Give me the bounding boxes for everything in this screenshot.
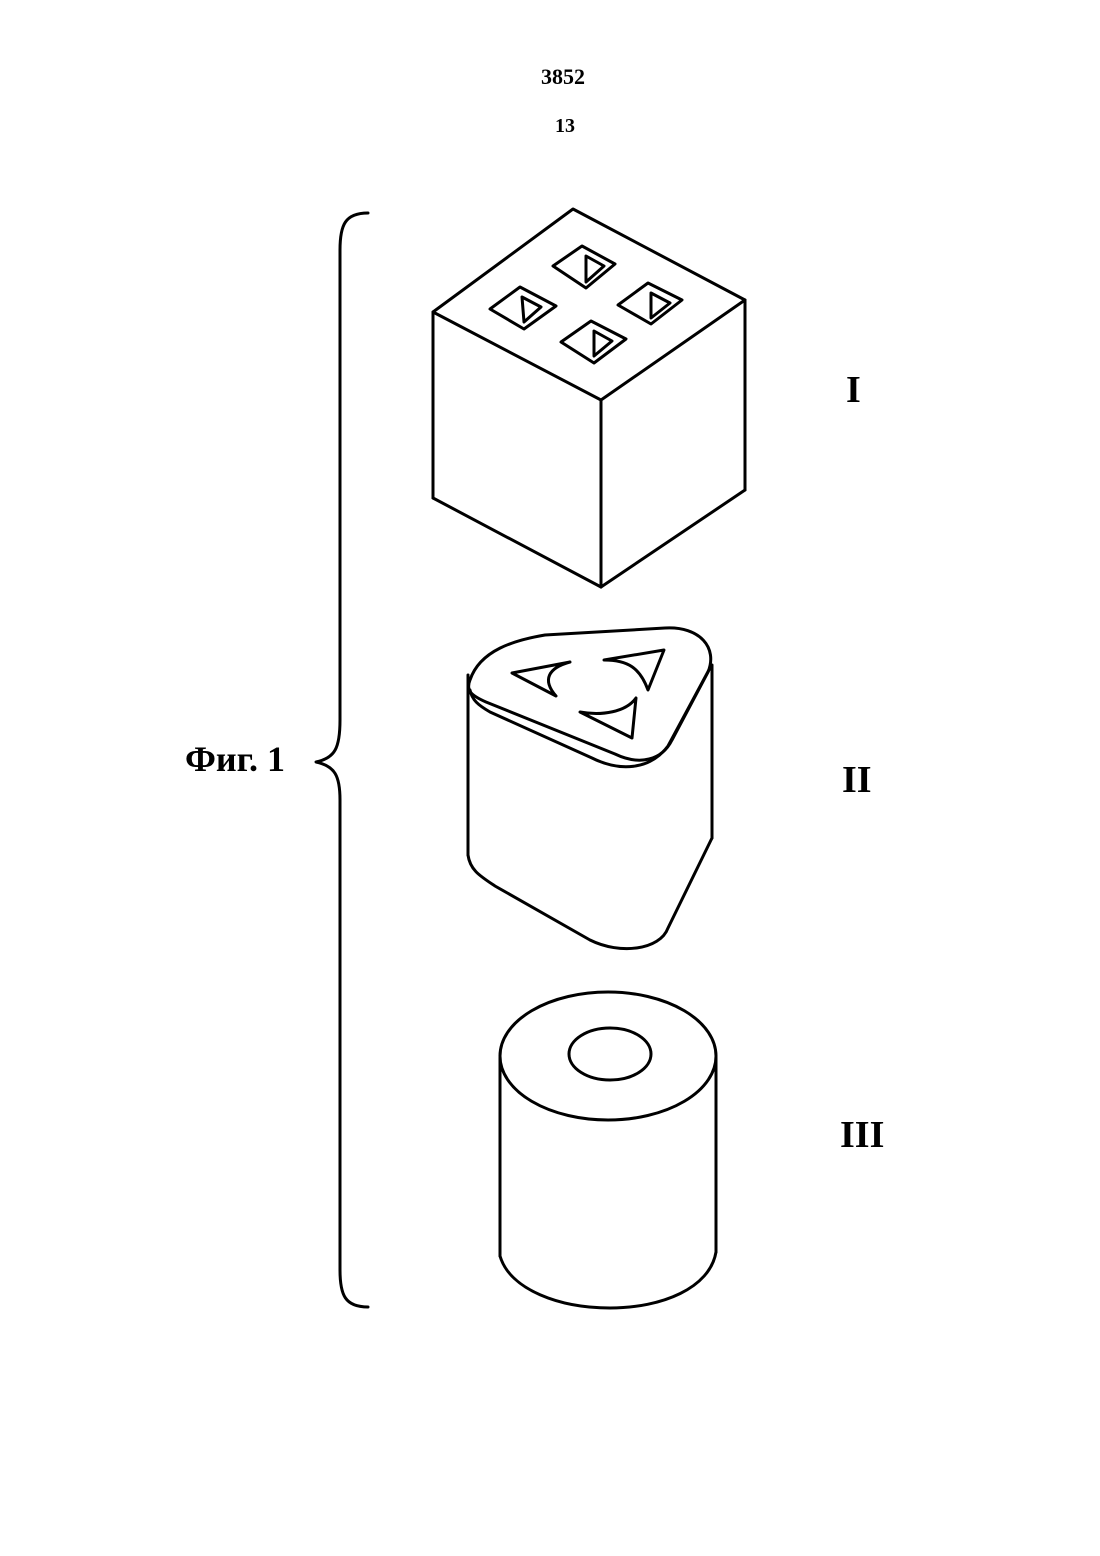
shape-triangular-prism: [468, 628, 712, 949]
prism-hole: [580, 698, 636, 738]
cube-hole: [490, 287, 556, 329]
prism-hole: [604, 650, 664, 690]
cube-hole: [618, 283, 682, 324]
cube-hole: [561, 321, 626, 363]
cube-hole: [553, 246, 615, 288]
grouping-brace: [316, 213, 368, 1307]
prism-hole: [512, 662, 570, 696]
shape-cube: [433, 209, 745, 587]
shape-cylinder: [500, 992, 716, 1308]
